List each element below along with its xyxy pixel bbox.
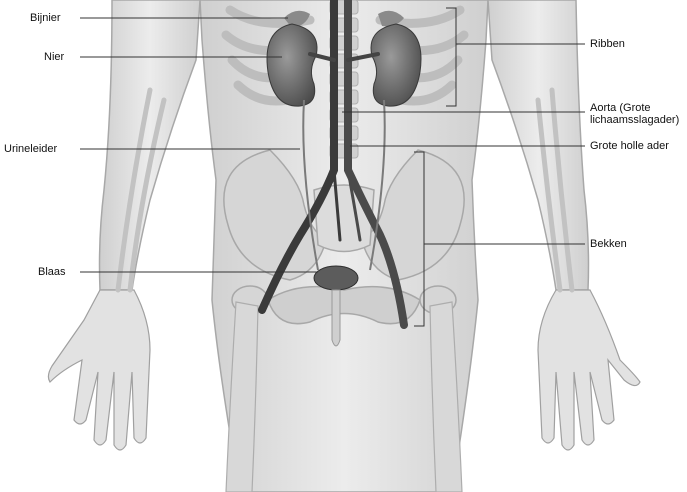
label-ribben: Ribben <box>590 38 625 50</box>
label-grote-holle-ader: Grote holle ader <box>590 140 669 152</box>
label-aorta-line2: lichaamsslagader) <box>590 114 679 126</box>
label-bijnier: Bijnier <box>30 12 61 24</box>
label-urineleider: Urineleider <box>4 143 57 155</box>
label-nier: Nier <box>44 51 64 63</box>
label-bekken: Bekken <box>590 238 627 250</box>
label-blaas: Blaas <box>38 266 66 278</box>
label-aorta-line1: Aorta (Grote <box>590 102 651 114</box>
